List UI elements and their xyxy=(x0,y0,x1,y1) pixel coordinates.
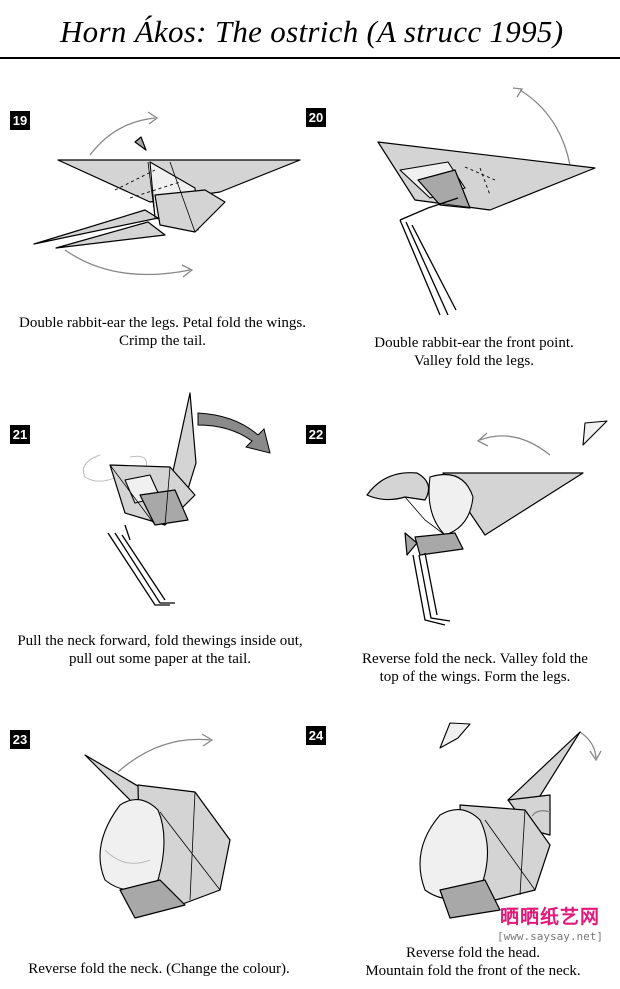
step-21-caption-line-1: Pull the neck forward, fold thewings ins… xyxy=(17,633,303,649)
step-21-caption: Pull the neck forward, fold thewings ins… xyxy=(0,632,320,668)
step-number-20: 20 xyxy=(306,108,326,127)
step-20-caption-line-1: Double rabbit-ear the front point. xyxy=(374,335,574,351)
step-20-caption-line-2: Valley fold the legs. xyxy=(414,353,534,369)
step-22-caption-line-1: Reverse fold the neck. Valley fold the xyxy=(362,651,588,667)
page-title: Horn Ákos: The ostrich (A strucc 1995) xyxy=(60,14,564,49)
step-24-caption-line-1: Reverse fold the head. xyxy=(405,945,541,961)
step-19-diagram xyxy=(33,111,301,278)
watermark: 晒晒纸艺网 [www.saysay.net] xyxy=(480,902,620,943)
step-21-caption-line-2: pull out some paper at the tail. xyxy=(68,651,252,667)
watermark-logo: 晒晒纸艺网 xyxy=(499,906,600,928)
step-23-diagram xyxy=(84,733,231,919)
step-23-caption-line-1: Reverse fold the neck. (Change the colou… xyxy=(28,961,290,977)
step-20-diagram xyxy=(377,87,596,316)
step-24-caption: Reverse fold the head. Mountain fold the… xyxy=(342,944,604,980)
step-24-caption-line-2: Mountain fold the front of the neck. xyxy=(365,963,581,979)
step-number-24: 24 xyxy=(306,726,326,745)
title-rule xyxy=(0,57,620,59)
step-19-caption-line-1: Double rabbit-ear the legs. Petal fold t… xyxy=(18,315,306,331)
step-19-caption: Double rabbit-ear the legs. Petal fold t… xyxy=(0,314,325,350)
step-number-22: 22 xyxy=(306,425,326,444)
watermark-url: [www.saysay.net] xyxy=(497,930,603,943)
step-22-caption: Reverse fold the neck. Valley fold the t… xyxy=(342,650,608,686)
step-20-caption: Double rabbit-ear the front point. Valle… xyxy=(340,334,608,370)
step-23-caption: Reverse fold the neck. (Change the colou… xyxy=(0,960,318,978)
step-19-caption-line-2: Crimp the tail. xyxy=(118,333,207,349)
step-number-23: 23 xyxy=(10,730,30,749)
step-number-19: 19 xyxy=(10,111,30,130)
step-22-diagram xyxy=(366,420,608,626)
step-22-caption-line-2: top of the wings. Form the legs. xyxy=(379,669,571,685)
step-21-diagram xyxy=(82,392,271,606)
step-24-diagram xyxy=(419,722,602,919)
step-number-21: 21 xyxy=(10,425,30,444)
